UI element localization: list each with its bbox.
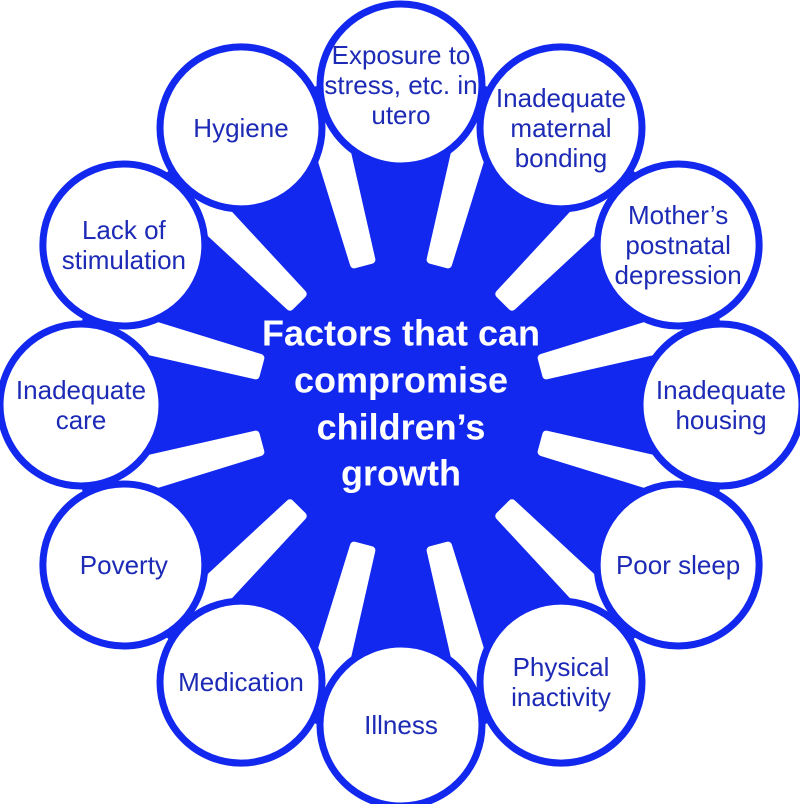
factor-circle-ring-exposure-to-stress-etc-in-utero (316, 0, 486, 170)
factor-circle-fill-poor-sleep (597, 484, 760, 646)
factor-label-mother-s-postnatal-depression: Mother’s postnatal depression (614, 199, 742, 291)
factor-label-inadequate-care: Inadequate care (15, 374, 147, 435)
factor-circle-fill-inadequate-housing (640, 324, 800, 486)
factor-label-lack-of-stimulation: Lack of stimulation (61, 214, 186, 275)
factor-circle-fill-lack-of-stimulation (42, 164, 205, 326)
factor-circle-fill-mother-s-postnatal-depression (597, 164, 760, 326)
factor-label-exposure-to-stress-etc-in-utero: Exposure to stress, etc. in utero (324, 39, 478, 131)
factor-circle-fill-exposure-to-stress-etc-in-utero (320, 4, 482, 166)
factor-label-inadequate-housing: Inadequate housing (655, 374, 787, 435)
title-line: compromise (293, 359, 509, 401)
factor-label-medication: Medication (178, 667, 304, 698)
factor-circle-fill-hygiene (160, 46, 322, 209)
factor-circle-fill-inadequate-maternal-bonding (480, 46, 642, 209)
factor-circle-fill-poverty (42, 484, 205, 646)
factor-label-illness: Illness (364, 709, 438, 740)
factor-circle-ring-physical-inactivity (476, 597, 646, 767)
factor-circle-ring-inadequate-housing (636, 320, 800, 490)
factor-circle-ring-illness (316, 640, 486, 804)
factor-label-poverty: Poverty (79, 549, 168, 580)
factor-circle-fill-illness (320, 644, 482, 804)
factor-circle-ring-medication (156, 597, 326, 767)
factor-circle-ring-lack-of-stimulation (39, 160, 209, 330)
factor-label-hygiene: Hygiene (193, 112, 289, 143)
factor-circle-fill-physical-inactivity (480, 601, 642, 764)
factor-circle-ring-inadequate-maternal-bonding (476, 43, 646, 213)
title-line: children’s (316, 406, 486, 447)
factor-circle-ring-poor-sleep (593, 480, 763, 650)
factor-circle-ring-inadequate-care (0, 320, 166, 490)
factor-circle-fill-inadequate-care (0, 324, 162, 486)
factor-circle-fill-medication (160, 601, 322, 764)
factor-circle-ring-mother-s-postnatal-depression (593, 160, 763, 330)
title-line: Factors that can (261, 312, 541, 354)
factor-circle-ring-hygiene (156, 43, 326, 213)
factor-circle-ring-poverty (39, 480, 209, 650)
factor-label-inadequate-maternal-bonding: Inadequate maternal bonding (495, 82, 627, 173)
factor-label-poor-sleep: Poor sleep (615, 549, 741, 580)
factor-label-physical-inactivity: Physical inactivity (511, 651, 611, 713)
diagram-title: Factors that can compromise children’s g… (211, 310, 591, 497)
title-line: growth (341, 452, 461, 494)
